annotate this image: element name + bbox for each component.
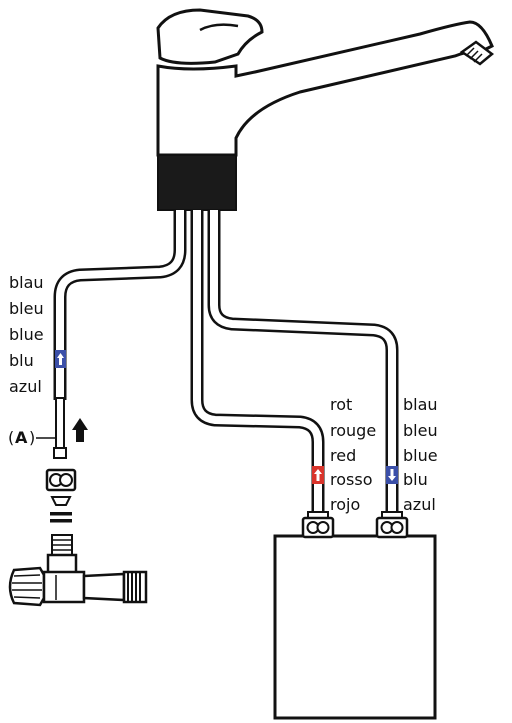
- t-valve-assembly: [8, 534, 148, 607]
- callout-open-paren: (: [8, 428, 14, 447]
- faucet-lever-handle: [156, 8, 264, 65]
- callout-close-paren: ): [29, 428, 35, 447]
- hot-label-es: rojo: [330, 495, 360, 514]
- spout-aerator: [459, 40, 495, 66]
- left-label-es: azul: [9, 377, 42, 396]
- left-label-en: blue: [9, 325, 44, 344]
- faucet-body: [156, 20, 495, 157]
- left-hose-tube-end: [53, 397, 67, 459]
- left-label-fr: bleu: [9, 299, 44, 318]
- left-label-de: blau: [9, 273, 44, 292]
- arrow-up-icon: [312, 466, 324, 484]
- hot-label-it: rosso: [330, 470, 372, 489]
- hot-inlet-labels: rot rouge red rosso rojo: [330, 395, 376, 514]
- water-heater-hot-inlet: [301, 511, 335, 539]
- hot-label-fr: rouge: [330, 421, 376, 440]
- hot-label-de: rot: [330, 395, 352, 414]
- water-heater-cold-inlet: [375, 511, 409, 539]
- compression-ring: [50, 496, 72, 506]
- cold-label-it: blu: [403, 470, 428, 489]
- arrow-down-icon: [386, 466, 398, 484]
- callout-a: ( A ): [8, 428, 56, 447]
- cold-label-de: blau: [403, 395, 438, 414]
- cold-label-es: azul: [403, 495, 436, 514]
- cold-inlet-labels: blau bleu blue blu azul: [403, 395, 438, 514]
- faucet-mounting-base: [157, 154, 237, 211]
- supply-hose-cold: [207, 210, 399, 515]
- left-label-it: blu: [9, 351, 34, 370]
- arrow-up-icon: [72, 418, 88, 442]
- sealing-washer: [50, 512, 72, 523]
- water-heater-unit: [273, 534, 437, 720]
- arrow-up-icon: [55, 350, 66, 368]
- hot-label-en: red: [330, 446, 356, 465]
- cold-label-fr: bleu: [403, 421, 438, 440]
- left-inlet-labels: blau bleu blue blu azul: [9, 273, 44, 396]
- callout-letter: A: [15, 428, 28, 447]
- cold-label-en: blue: [403, 446, 438, 465]
- compression-nut: [45, 468, 77, 492]
- supply-hose-left: [53, 210, 187, 400]
- supply-hose-hot: [190, 210, 325, 515]
